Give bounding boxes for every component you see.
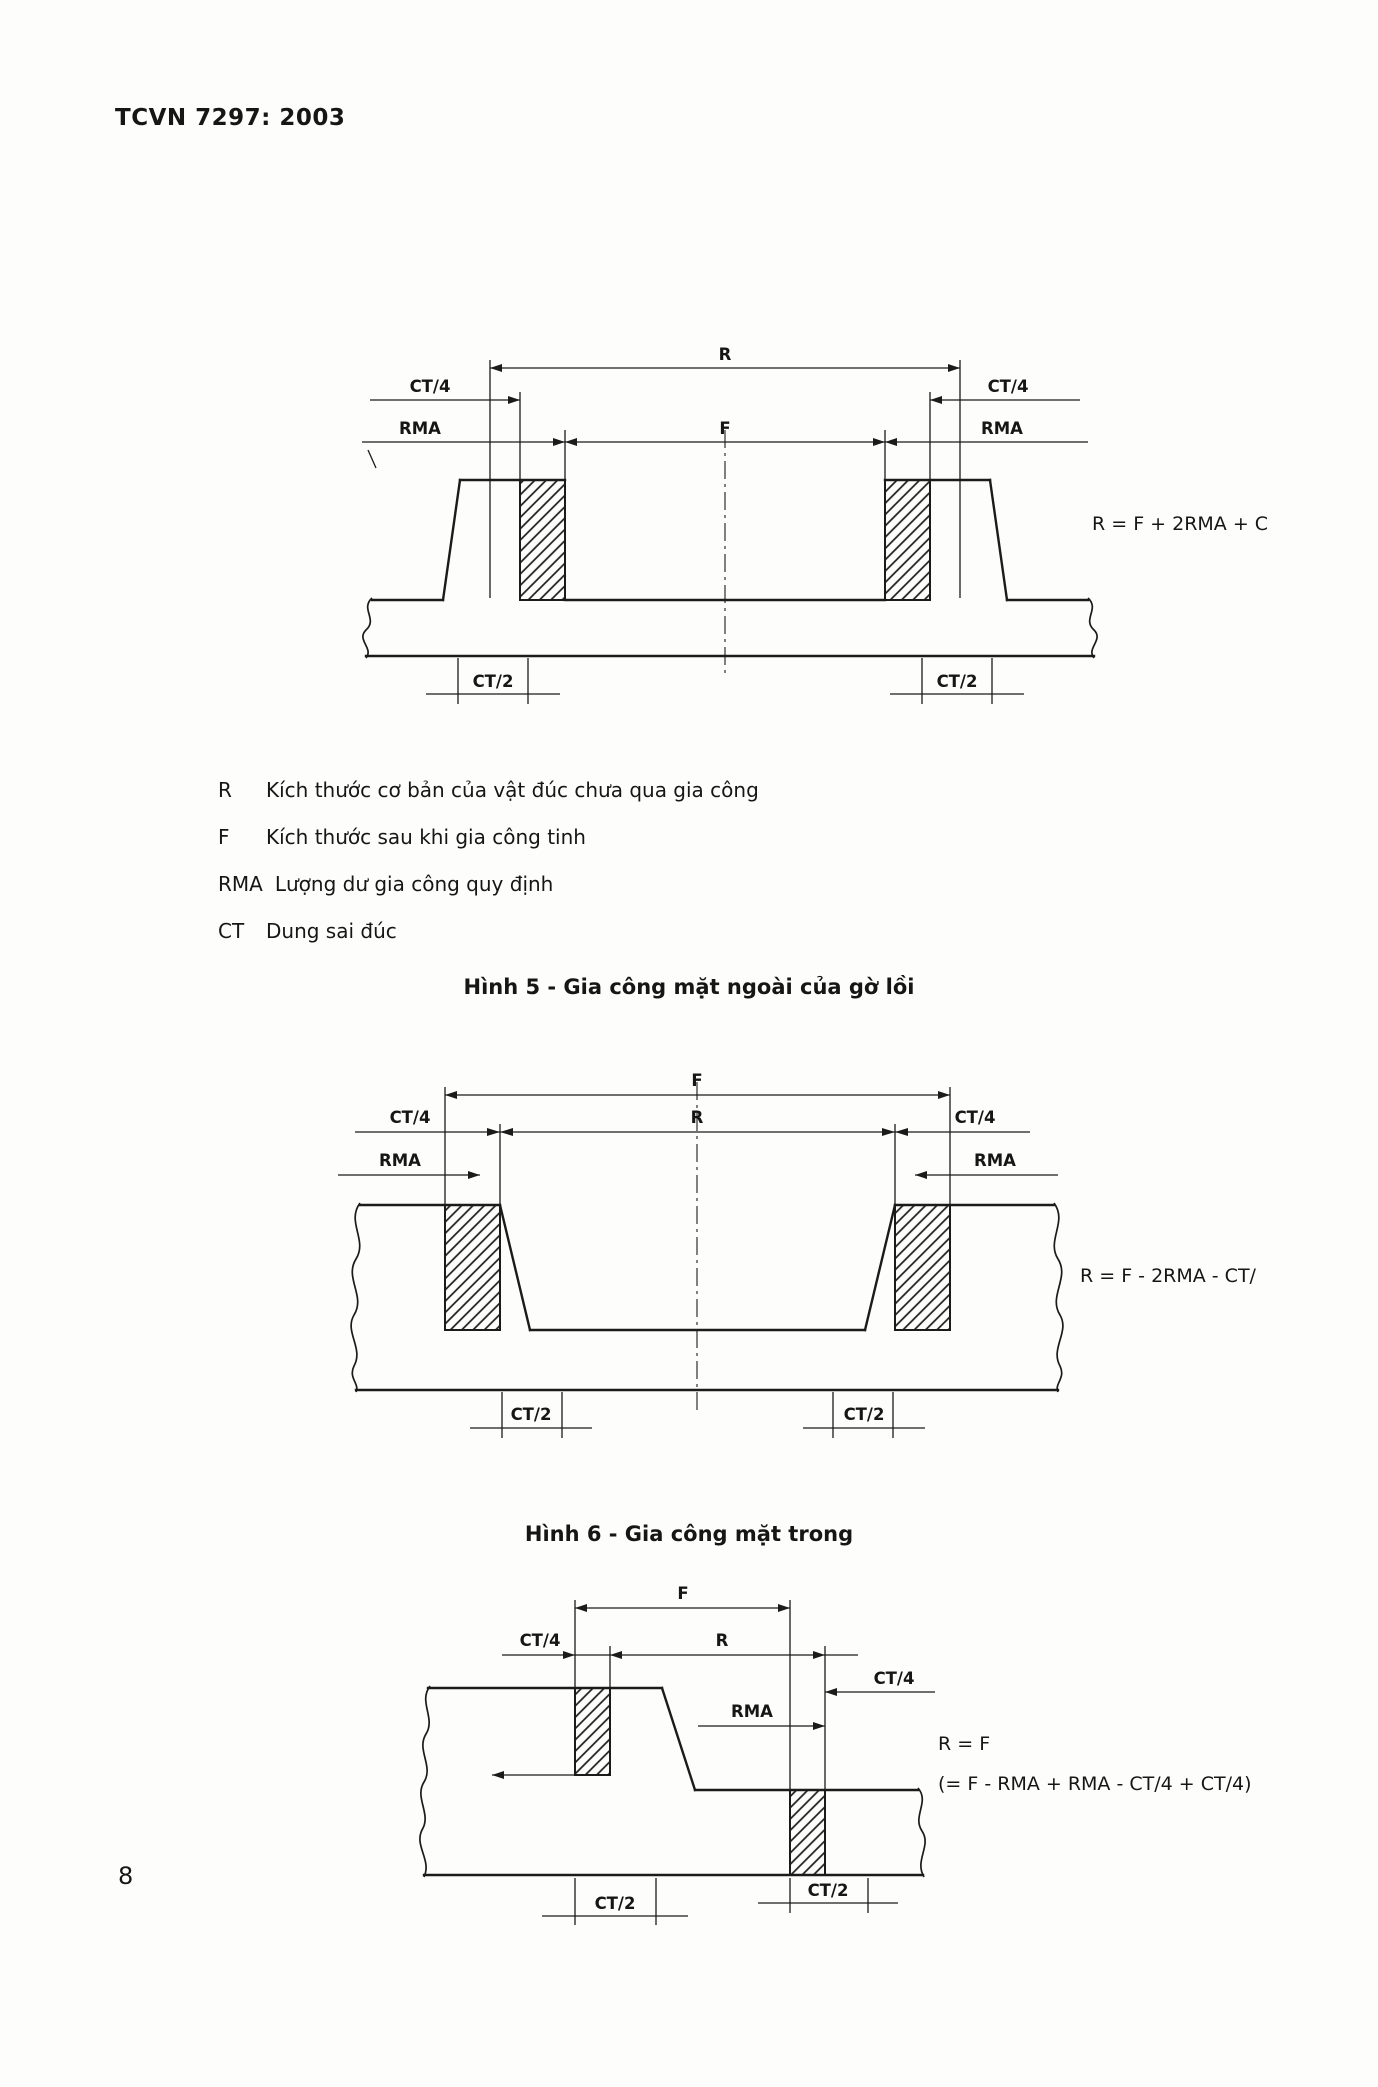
dim-label-ct2-left: CT/2 [511,1405,552,1424]
allowance-hatch-right [884,479,931,601]
dim-label-r: R [691,1108,704,1127]
allowance-hatch-right [894,1204,951,1331]
legend-text-ct: Dung sai đúc [266,919,397,943]
figure7-dimension-lines [502,1600,935,1925]
figure7-formula-line2: (= F - RMA + RMA - CT/4 + CT/4) [938,1773,1252,1795]
figure-6-drawing: F R CT/4 CT/4 RMA RMA CT/2 CT/2 R = F - … [330,1060,1330,1464]
dim-label-ct2-right: CT/2 [937,672,978,691]
dim-label-ct2-left: CT/2 [595,1894,636,1913]
dim-label-f: F [719,419,730,438]
allowance-hatch-lower [789,1789,826,1876]
dim-label-rma-right: RMA [974,1151,1016,1170]
figure5-labels: R CT/4 CT/4 RMA RMA F CT/2 CT/2 R = F + … [399,345,1268,691]
figure6-casting-outline [350,1202,1064,1393]
figure5-caption: Hình 5 - Gia công mặt ngoài của gờ lồi [463,975,915,999]
dim-label-f: F [677,1584,688,1603]
legend-text-rma: Lượng dư gia công quy định [274,872,554,896]
dim-label-ct4-right: CT/4 [988,377,1029,396]
dim-label-ct2-left: CT/2 [473,672,514,691]
dim-label-ct2-right: CT/2 [844,1405,885,1424]
dim-label-rma-right: RMA [981,419,1023,438]
dim-label-ct4-left: CT/4 [520,1631,561,1650]
legend-text-f: Kích thước sau khi gia công tinh [266,825,586,849]
dim-label-f: F [691,1071,702,1090]
standard-number-header: TCVN 7297: 2003 [115,105,346,131]
allowance-hatch-left [519,479,566,601]
dim-label-ct2-right: CT/2 [808,1881,849,1900]
legend-item-r: R Kích thước cơ bản của vật đúc chưa qua … [218,778,759,802]
legend-item-ct: CT Dung sai đúc [218,919,759,943]
figure6-caption: Hình 6 - Gia công mặt trong [524,1522,854,1546]
allowance-hatch-upper [574,1687,611,1776]
dim-label-ct4-right: CT/4 [874,1669,915,1688]
legend-symbol-r: R [218,778,232,802]
legend-symbol-ct: CT [218,919,245,943]
legend: R Kích thước cơ bản của vật đúc chưa qua … [218,778,759,966]
legend-symbol-f: F [218,825,230,849]
dim-label-rma-left: RMA [399,419,441,438]
figure-7-drawing: F CT/4 R CT/4 RMA CT/2 CT/2 R = F (= F -… [390,1580,1290,1944]
figure7-labels: F CT/4 R CT/4 RMA CT/2 CT/2 R = F (= F -… [520,1584,1252,1913]
figure7-formula-line1: R = F [938,1733,990,1755]
figure5-formula: R = F + 2RMA + C [1092,513,1268,535]
legend-symbol-rma: RMA [218,872,263,896]
legend-item-f: F Kích thước sau khi gia công tinh [218,825,759,849]
figure7-casting-outline [419,1685,926,1878]
figure6-labels: F R CT/4 CT/4 RMA RMA CT/2 CT/2 R = F - … [379,1071,1257,1424]
page-number: 8 [118,1862,134,1890]
figure-5-drawing: R CT/4 CT/4 RMA RMA F CT/2 CT/2 R = F + … [340,330,1320,734]
dim-label-rma-left: RMA [379,1151,421,1170]
figure5-dimension-lines [362,360,1088,704]
legend-text-r: Kích thước cơ bản của vật đúc chưa qua g… [266,778,759,802]
dim-label-ct4-left: CT/4 [410,377,451,396]
legend-item-rma: RMA Lượng dư gia công quy định [218,872,759,896]
dim-label-rma: RMA [731,1702,773,1721]
dim-label-ct4-right: CT/4 [955,1108,996,1127]
figure6-formula: R = F - 2RMA - CT/ [1080,1265,1257,1287]
dim-label-ct4-left: CT/4 [390,1108,431,1127]
dim-label-r: R [716,1631,729,1650]
figure5-casting-outline [362,449,1098,659]
allowance-hatch-left [444,1204,501,1331]
dim-label-r: R [719,345,732,364]
figure6-dimension-lines [338,1082,1058,1438]
